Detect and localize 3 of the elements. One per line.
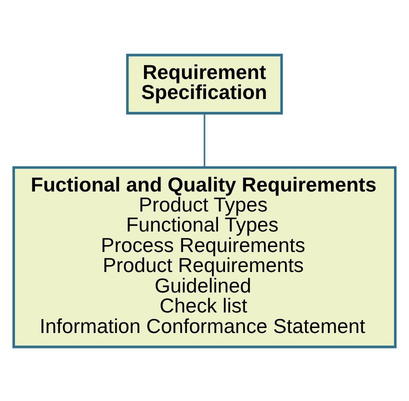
node-box: Requirement Specification: [126, 53, 283, 114]
connector: [204, 113, 206, 167]
node-box: Fuctional and Quality Requirements Product Types Functional Types Process Requirements Product Requirements Guidelined Check list Information Conformance Statement: [12, 166, 397, 348]
